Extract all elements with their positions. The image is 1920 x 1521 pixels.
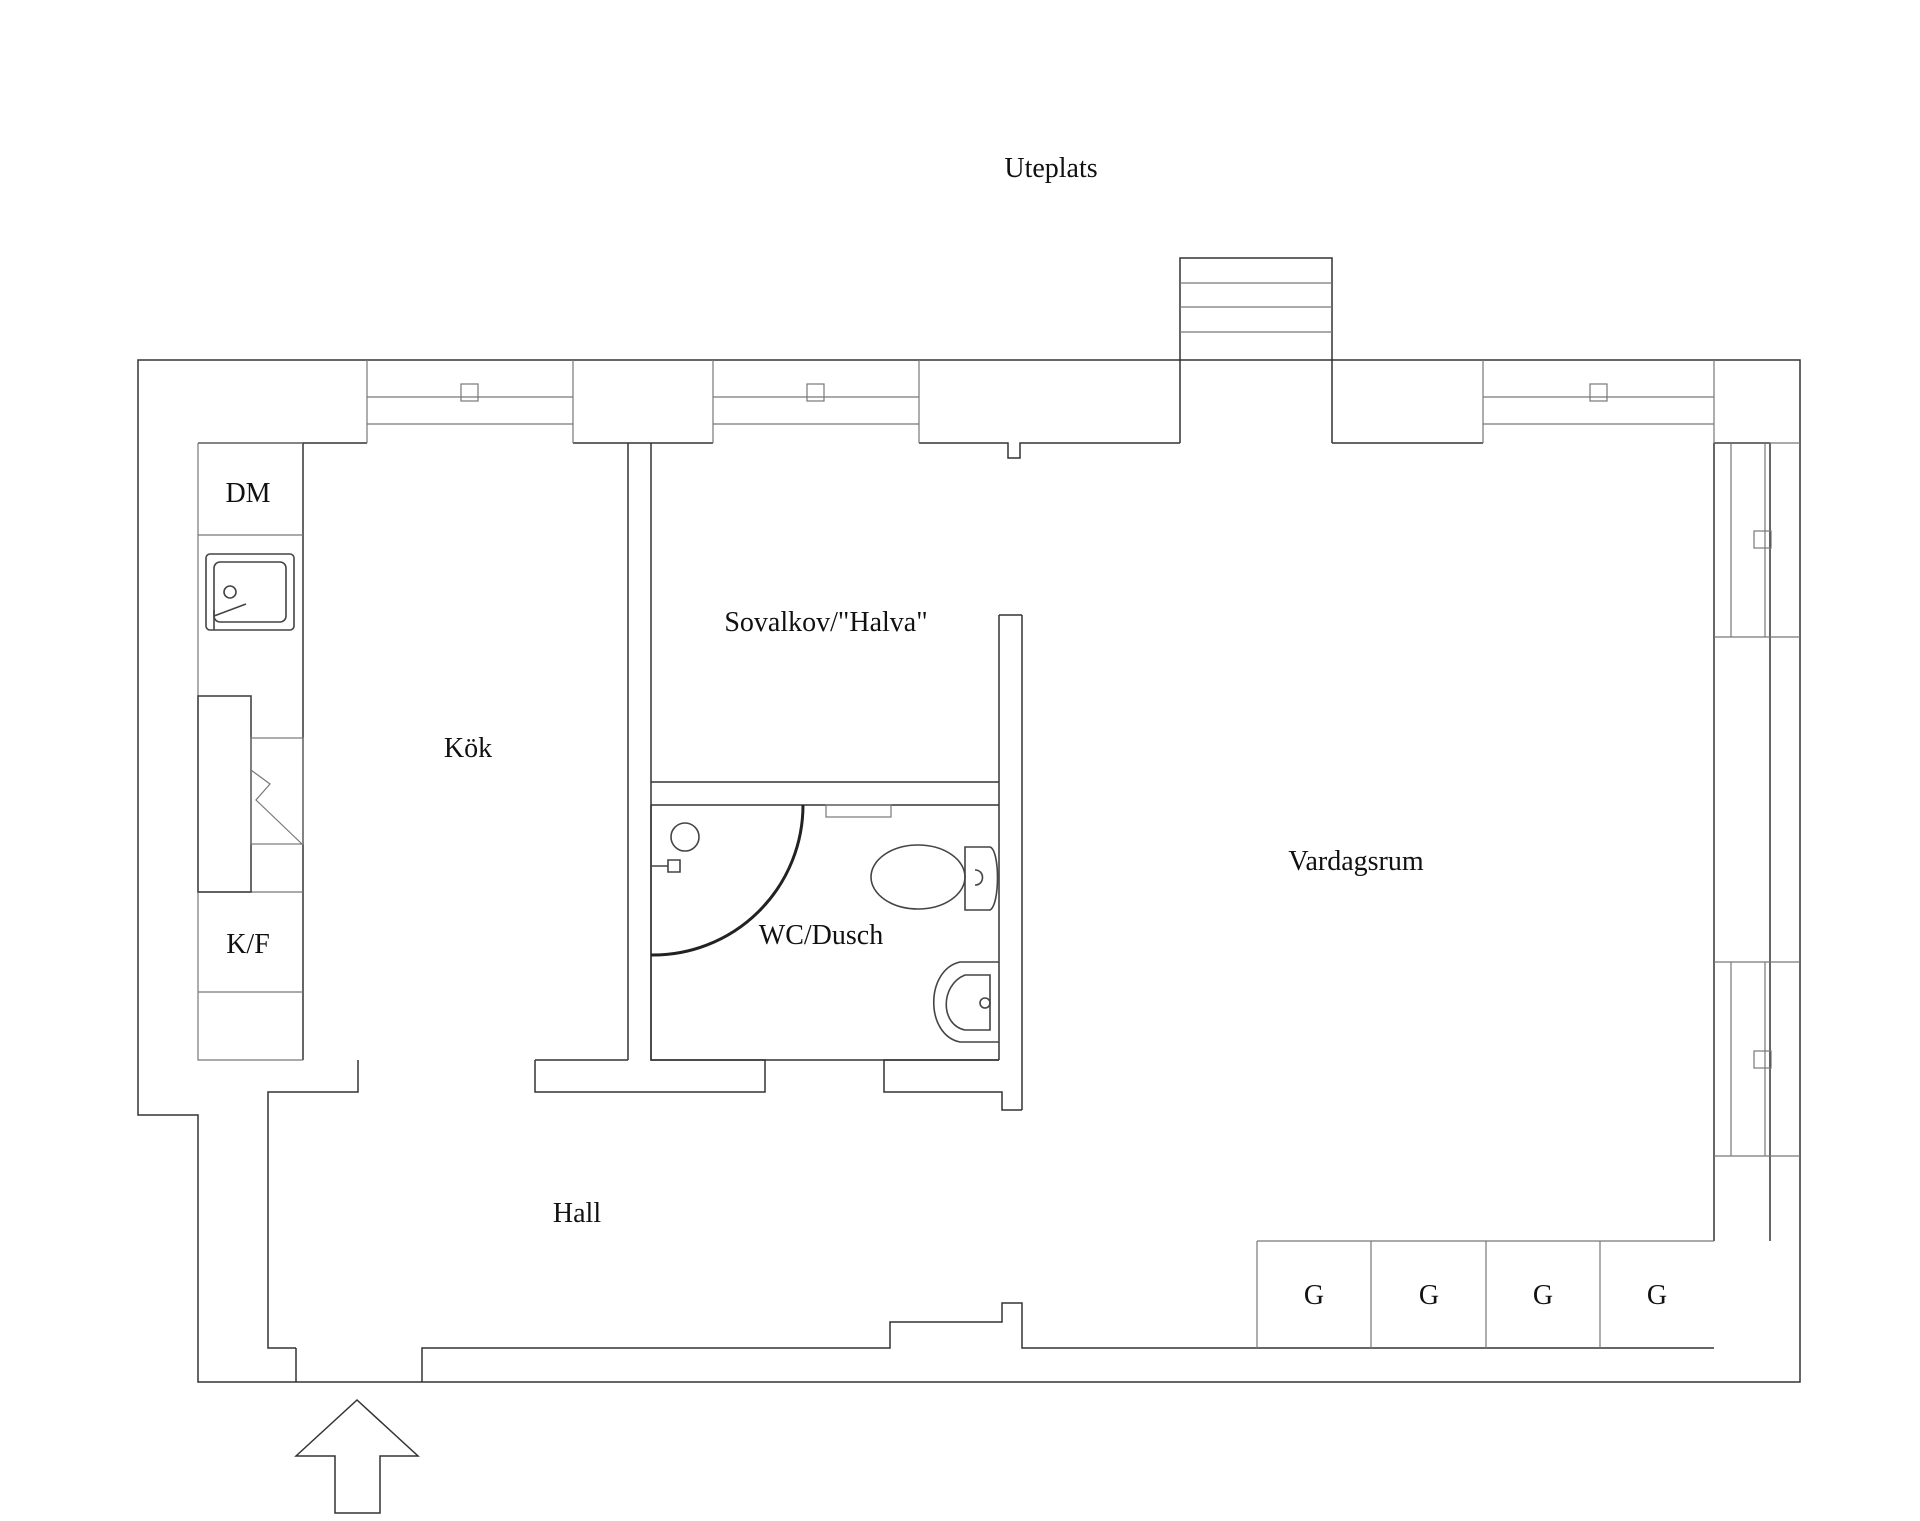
outer-wall — [137, 359, 1801, 1383]
stove-icon — [197, 695, 304, 893]
inner-wall-bottom — [267, 1060, 1714, 1382]
toilet-icon — [870, 844, 999, 911]
window-right-upper — [1714, 442, 1800, 638]
sink-icon — [205, 553, 295, 631]
inner-wall-right — [1713, 442, 1771, 1241]
label-wc: WC/Dusch — [759, 920, 883, 951]
entrance-arrow-icon — [294, 1398, 420, 1514]
label-sovalkov: Sovalkov/"Halva" — [724, 607, 927, 638]
label-uteplats: Uteplats — [1004, 153, 1097, 184]
washbasin-icon — [932, 961, 999, 1043]
label-dm: DM — [225, 478, 270, 509]
label-g1: G — [1304, 1280, 1324, 1311]
window-right-lower — [1714, 961, 1800, 1157]
inner-wall-top — [198, 442, 1770, 459]
label-kok: Kök — [444, 733, 492, 764]
bathroom-wall — [650, 805, 999, 1061]
bathroom-vent — [825, 804, 892, 818]
patio-door-steps — [1179, 257, 1333, 443]
window-top-middle — [712, 360, 920, 443]
storage-cabinets — [1256, 1240, 1714, 1348]
window-top-left — [366, 360, 574, 443]
label-kf: K/F — [226, 929, 270, 960]
kitchen-wall — [302, 443, 766, 1093]
label-g3: G — [1533, 1280, 1553, 1311]
label-hall: Hall — [553, 1198, 601, 1229]
shower-icon — [650, 804, 805, 957]
label-g4: G — [1647, 1280, 1667, 1311]
label-vardagsrum: Vardagsrum — [1288, 846, 1424, 877]
window-top-right — [1482, 360, 1715, 443]
alcove-wall — [651, 614, 1023, 1111]
label-g2: G — [1419, 1280, 1439, 1311]
kitchen-counter — [197, 442, 303, 1061]
